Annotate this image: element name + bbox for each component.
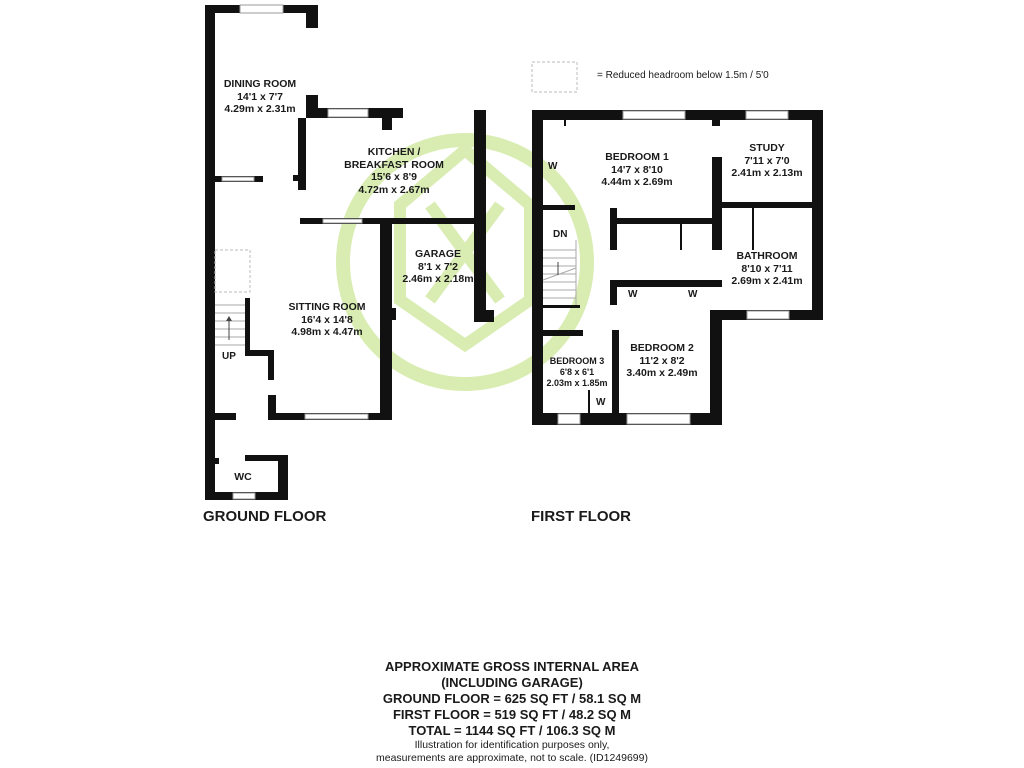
disclaimer-line-2: measurements are approximate, not to sca… (376, 752, 648, 764)
area-first: FIRST FLOOR = 519 SQ FT / 48.2 SQ M (392, 707, 632, 722)
area-subheading: (INCLUDING GARAGE) (441, 675, 583, 690)
room-size-imperial: 14'7 x 8'10 (611, 163, 663, 176)
area-heading: APPROXIMATE GROSS INTERNAL AREA (384, 659, 640, 674)
first-floor-title: FIRST FLOOR (531, 508, 631, 525)
room-name-line2: BREAKFAST ROOM (344, 158, 444, 171)
room-name: KITCHEN / (367, 146, 421, 158)
room-size-metric: 4.98m x 4.47m (291, 326, 363, 338)
room-garage: GARAGE 8'1 x 7'2 2.46m x 2.18m (402, 248, 473, 286)
room-size-imperial: 8'1 x 7'2 (417, 260, 459, 273)
legend-text: = Reduced headroom below 1.5m / 5'0 (597, 70, 769, 81)
room-study: STUDY 7'11 x 7'0 2.41m x 2.13m (731, 142, 802, 180)
legend-swatch (531, 61, 578, 93)
room-size-metric: 4.72m x 2.67m (358, 183, 430, 196)
room-size-imperial: 7'11 x 7'0 (744, 154, 790, 167)
room-name: BEDROOM 3 (549, 356, 605, 366)
room-name: GARAGE (414, 248, 462, 260)
stairs-down-label: DN (553, 229, 568, 240)
room-size-imperial: 16'4 x 14'8 (301, 313, 353, 326)
wardrobe-label: W (628, 289, 638, 300)
area-ground: GROUND FLOOR = 625 SQ FT / 58.1 SQ M (382, 691, 642, 706)
stairs-up-label: UP (222, 351, 236, 362)
room-name: STUDY (749, 142, 785, 154)
wardrobe-label: W (596, 397, 606, 408)
reduced-headroom-area (214, 249, 251, 293)
room-bathroom: BATHROOM 8'10 x 7'11 2.69m x 2.41m (731, 250, 802, 288)
room-size-metric: 2.46m x 2.18m (402, 273, 474, 285)
room-name: DINING ROOM (223, 78, 297, 90)
room-size-metric: 2.69m x 2.41m (731, 275, 803, 287)
room-size-metric: 4.29m x 2.31m (224, 103, 296, 115)
room-bedroom-3: BEDROOM 3 6'8 x 6'1 2.03m x 1.85m (546, 356, 607, 389)
room-kitchen: KITCHEN / BREAKFAST ROOM 15'6 x 8'9 4.72… (344, 146, 444, 196)
room-size-imperial: 6'8 x 6'1 (559, 367, 595, 377)
room-size-metric: 3.40m x 2.49m (626, 367, 698, 379)
stairs-down (542, 240, 577, 305)
room-size-metric: 2.03m x 1.85m (546, 378, 608, 388)
area-total: TOTAL = 1144 SQ FT / 106.3 SQ M (408, 723, 616, 738)
ground-floor-title: GROUND FLOOR (203, 508, 327, 525)
room-bedroom-2: BEDROOM 2 11'2 x 8'2 3.40m x 2.49m (626, 342, 697, 380)
room-name: SITTING ROOM (288, 301, 366, 313)
room-name: BEDROOM 2 (630, 342, 694, 354)
room-name: BEDROOM 1 (605, 151, 669, 163)
room-size-metric: 4.44m x 2.69m (601, 176, 673, 188)
room-size-imperial: 8'10 x 7'11 (741, 262, 793, 275)
stairs-up (215, 304, 245, 346)
wardrobe-label: W (688, 289, 698, 300)
room-dining-room: DINING ROOM 14'1 x 7'7 4.29m x 2.31m (224, 78, 296, 116)
wardrobe-label: W (548, 161, 558, 172)
room-size-imperial: 11'2 x 8'2 (639, 354, 685, 367)
room-size-imperial: 14'1 x 7'7 (237, 90, 283, 103)
room-bedroom-1: BEDROOM 1 14'7 x 8'10 4.44m x 2.69m (601, 151, 672, 189)
ground-floor-windows (221, 4, 369, 500)
room-size-metric: 2.41m x 2.13m (731, 167, 803, 179)
room-sitting-room: SITTING ROOM 16'4 x 14'8 4.98m x 4.47m (289, 301, 366, 339)
room-name: BATHROOM (736, 250, 798, 262)
room-wc: WC (234, 471, 252, 483)
room-size-imperial: 15'6 x 8'9 (371, 171, 417, 183)
area-summary: APPROXIMATE GROSS INTERNAL AREA (INCLUDI… (376, 659, 648, 765)
disclaimer-line-1: Illustration for identification purposes… (414, 739, 610, 751)
first-floor-windows (557, 110, 790, 425)
